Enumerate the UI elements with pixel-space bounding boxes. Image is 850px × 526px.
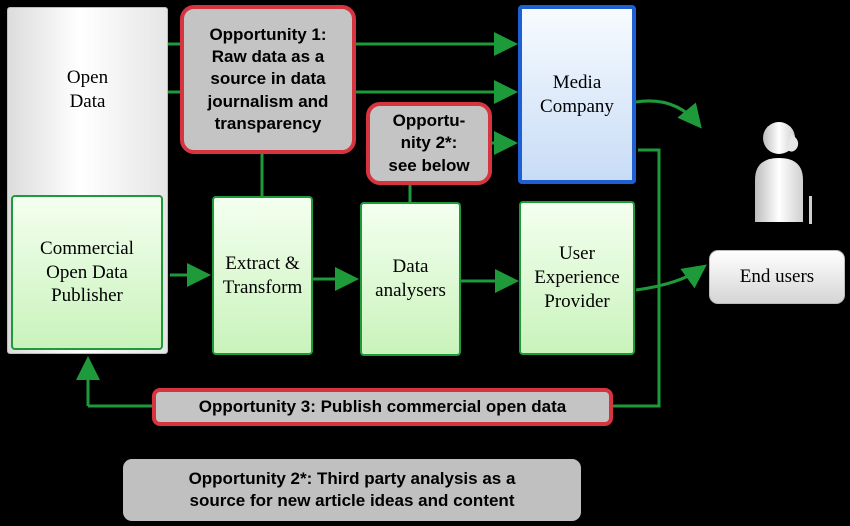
end-users-box: End users <box>709 250 845 304</box>
media-company-box: Media Company <box>518 5 636 184</box>
data-analysers-box: Data analysers <box>360 202 461 356</box>
user-experience-provider-box: User Experience Provider <box>519 201 635 355</box>
data-analysers-label: Data analysers <box>375 256 446 301</box>
opportunity-1-label: Opportunity 1: Raw data as a source in d… <box>207 25 329 133</box>
user-experience-provider-label: User Experience Provider <box>534 243 620 312</box>
opportunity-1-box: Opportunity 1: Raw data as a source in d… <box>180 5 356 154</box>
opportunity-2-label: Opportu- nity 2*: see below <box>388 111 470 175</box>
end-users-label: End users <box>739 266 815 288</box>
extract-transform-box: Extract & Transform <box>212 196 313 355</box>
feedback-loop-media <box>612 148 661 408</box>
opportunity-2-box: Opportu- nity 2*: see below <box>366 102 492 185</box>
opportunity-2-note-label: Opportunity 2*: Third party analysis as … <box>188 468 516 510</box>
media-company-label: Media Company <box>540 72 614 117</box>
commercial-publisher-label: Commercial Open Data Publisher <box>40 237 134 307</box>
opportunity-2-note: Opportunity 2*: Third party analysis as … <box>123 459 581 521</box>
commercial-publisher-box: Commercial Open Data Publisher <box>11 195 163 350</box>
arrow-uxp-endusers <box>635 264 707 292</box>
arrow-media-endusers <box>635 99 702 129</box>
user-silhouette-icon <box>755 122 812 224</box>
extract-transform-label: Extract & Transform <box>222 252 303 298</box>
opportunity-3-box: Opportunity 3: Publish commercial open d… <box>152 388 613 426</box>
open-data-label: Open Data <box>66 67 109 112</box>
opportunity-3-label: Opportunity 3: Publish commercial open d… <box>198 396 567 416</box>
